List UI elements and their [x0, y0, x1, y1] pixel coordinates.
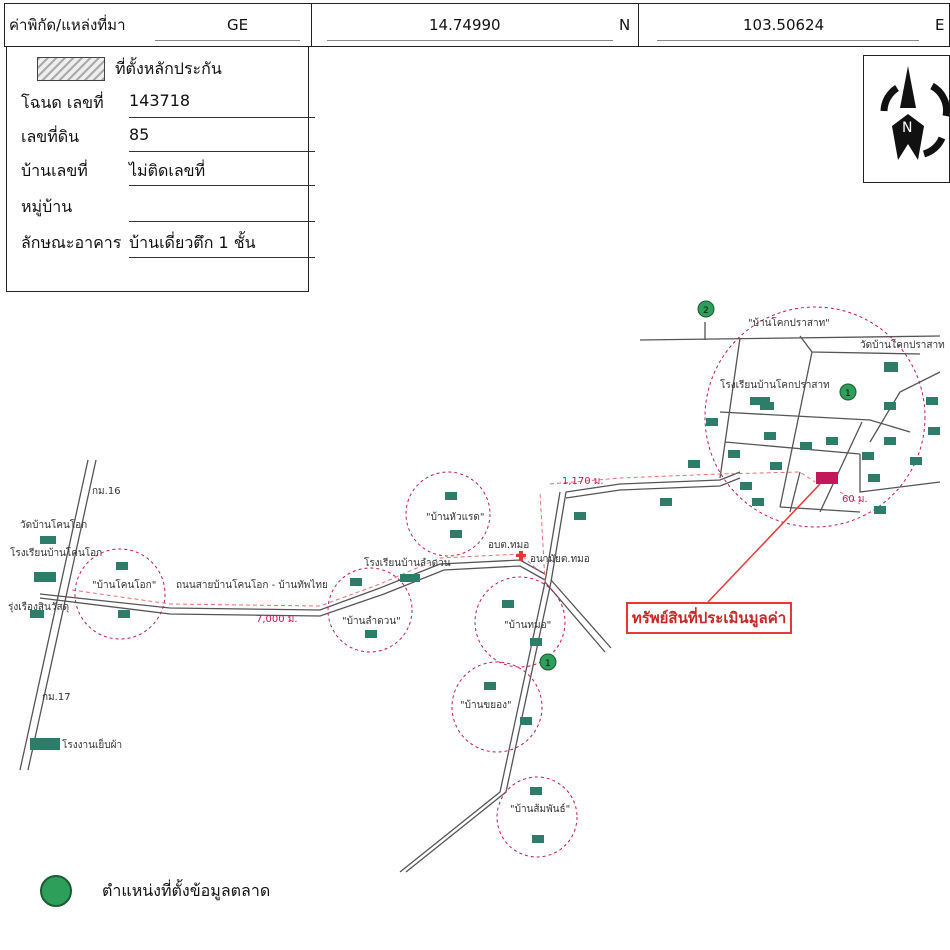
building-type-label: ลักษณะอาคาร	[21, 233, 122, 252]
property-info-box: ที่ตั้งหลักประกัน โฉนด เลขที่ 143718 เลข…	[6, 46, 315, 292]
deed-number-label: โฉนด เลขที่	[21, 93, 104, 112]
market-marker-label: 1	[545, 659, 551, 669]
market-data-markers: 1 2 1	[539, 300, 857, 671]
coordinate-header: ค่าพิกัด/แหล่งที่มา GE 14.74990 N 103.50…	[4, 3, 950, 47]
place-label: วัดบ้านโคนโอก	[20, 518, 87, 531]
distance-label: 60 ม.	[842, 494, 868, 505]
village-label: "บ้านทมอ"	[504, 619, 551, 631]
place-label: อนามัยต.ทมอ	[530, 554, 590, 565]
land-number-value: 85	[129, 125, 150, 144]
distance-label: 7,000 ม.	[256, 614, 298, 625]
market-legend-label: ตำแหน่งที่ตั้งข้อมูลตลาด	[102, 880, 271, 900]
latitude-value: 14.74990	[429, 16, 501, 34]
market-marker-icon	[40, 875, 72, 907]
compass-letter: N	[902, 120, 912, 136]
road-label: ถนนสายบ้านโคนโอก - บ้านทัพไทย	[176, 578, 328, 591]
latitude-dir: N	[619, 16, 631, 34]
longitude-value: 103.50624	[743, 16, 825, 34]
land-number-label: เลขที่ดิน	[21, 127, 80, 146]
house-number-label: บ้านเลขที่	[21, 161, 88, 180]
village-label: "บ้านหัวแรด"	[426, 511, 485, 523]
village-label: "บ้านลำดวน"	[342, 615, 401, 627]
appraised-property-callout: ทรัพย์สินที่ประเมินมูลค่า	[626, 602, 792, 634]
place-label: กม.17	[42, 692, 71, 703]
place-label: อบต.ทมอ	[488, 540, 529, 551]
market-marker-label: 1	[845, 389, 851, 399]
village-label: "บ้านโคกปราสาท"	[748, 316, 830, 329]
building-type-value: บ้านเดี่ยวตึก 1 ชั้น	[129, 233, 256, 252]
place-label: โรงเรียนบ้านโคนโอก	[10, 546, 102, 559]
location-map: 1 2 1 "บ้านโคกปราสาท" "บ้านหัวแรด" "บ้าน…	[8, 300, 945, 873]
market-data-legend: ตำแหน่งที่ตั้งข้อมูลตลาด	[40, 875, 270, 907]
deed-number-value: 143718	[129, 91, 191, 110]
north-compass: N	[863, 55, 950, 183]
appraised-property-marker	[816, 472, 838, 484]
compass-rose-icon: N	[880, 66, 950, 160]
place-label: กม.16	[92, 486, 121, 497]
collateral-legend-label: ที่ตั้งหลักประกัน	[115, 59, 222, 78]
longitude-dir: E	[935, 16, 945, 34]
village-label: หมู่บ้าน	[21, 197, 73, 216]
coord-source-label: ค่าพิกัด/แหล่งที่มา	[9, 16, 126, 34]
coord-source: GE	[227, 16, 249, 34]
house-number-value: ไม่ติดเลขที่	[129, 161, 206, 180]
collateral-hatch-swatch	[37, 57, 105, 81]
place-label: โรงเรียนบ้านลำดวน	[364, 556, 451, 569]
market-marker-label: 2	[703, 306, 709, 316]
village-label: "บ้านส้มพันธ์"	[510, 803, 570, 815]
place-label: โรงงานเย็บผ้า	[62, 737, 122, 751]
place-label: วัดบ้านโคกปราสาท	[860, 338, 945, 351]
distance-label: 1,170 ม.	[562, 476, 604, 487]
place-label: โรงเรียนบ้านโคกปราสาท	[720, 378, 830, 391]
place-label: รุ่งเรืองสินวัสดุ	[8, 601, 69, 613]
village-label: "บ้านโคนโอก"	[92, 578, 156, 591]
village-label: "บ้านขยอง"	[460, 699, 512, 711]
